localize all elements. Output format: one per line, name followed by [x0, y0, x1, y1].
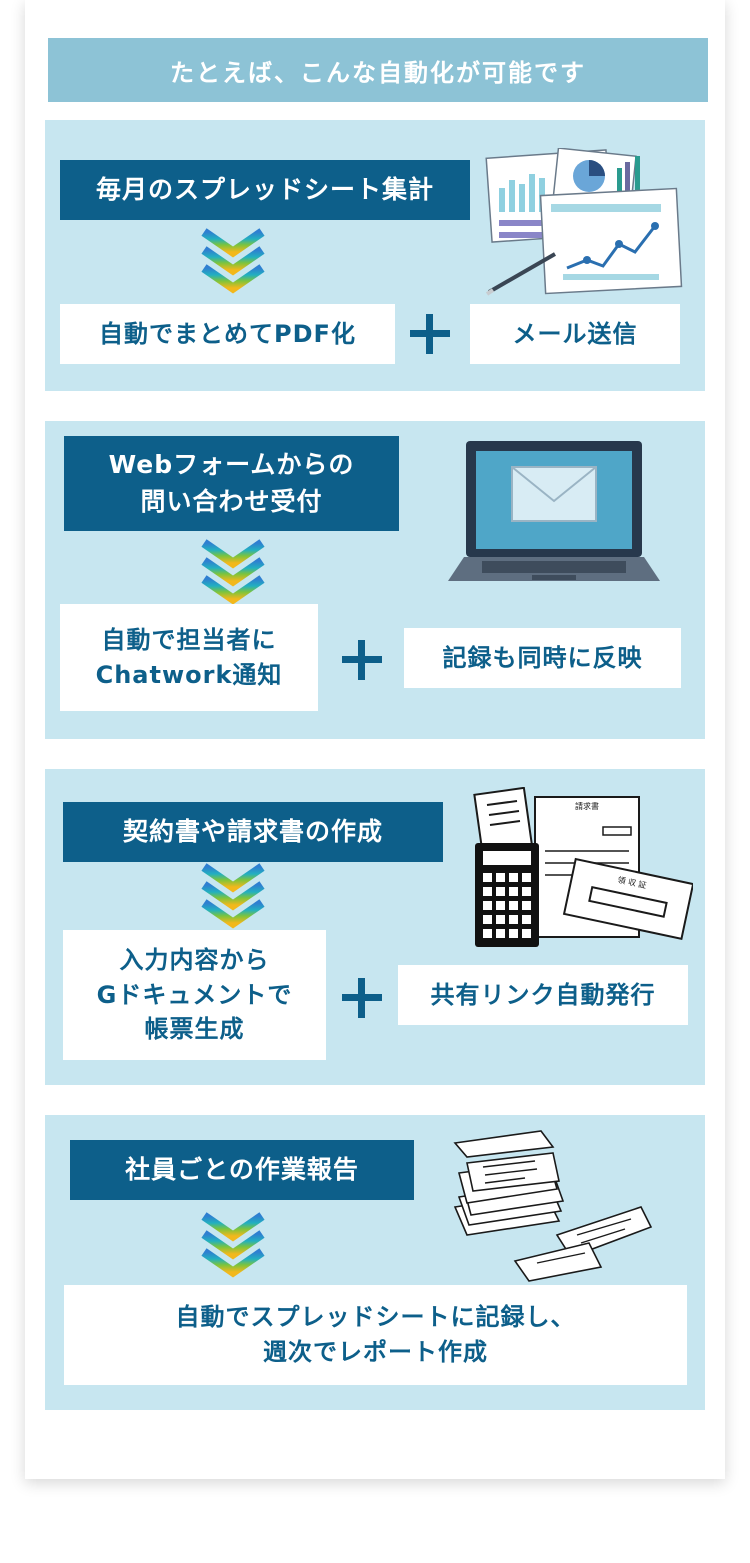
paper-stack-icon — [453, 1130, 653, 1282]
chevron-down-icon — [201, 539, 265, 605]
extra-box: メール送信 — [470, 304, 680, 364]
chevron-down-icon — [201, 228, 265, 294]
example-title: 毎月のスプレッドシート集計 — [60, 160, 470, 220]
chevron-down-icon — [201, 1212, 265, 1278]
laptop-mail-icon — [448, 441, 660, 581]
plus-icon — [410, 314, 450, 354]
example-title: Webフォームからの 問い合わせ受付 — [64, 436, 399, 531]
plus-icon — [342, 978, 382, 1018]
example-title: 契約書や請求書の作成 — [63, 802, 443, 862]
example-title: 社員ごとの作業報告 — [70, 1140, 414, 1200]
invoice-label: 請求書 — [575, 801, 599, 811]
extra-box: 記録も同時に反映 — [404, 628, 681, 688]
extra-box: 共有リンク自動発行 — [398, 965, 688, 1025]
section-header: たとえば、こんな自動化が可能です — [48, 38, 708, 102]
plus-icon — [342, 640, 382, 680]
result-box: 入力内容から Gドキュメントで 帳票生成 — [63, 930, 326, 1060]
spreadsheet-charts-icon — [485, 148, 683, 296]
result-box: 自動でまとめてPDF化 — [60, 304, 395, 364]
result-box: 自動でスプレッドシートに記録し、 週次でレポート作成 — [64, 1285, 687, 1385]
invoice-calculator-icon: 請求書 領 収 証 — [473, 787, 693, 947]
example-panel-report: 社員ごとの作業報告 自動でスプレッドシートに記録し、 週次でレポート作成 — [45, 1115, 705, 1410]
example-panel-webform: Webフォームからの 問い合わせ受付 自動で担当者に Chatwork通知 記録… — [45, 421, 705, 739]
example-panel-spreadsheet: 毎月のスプレッドシート集計 自動でまとめてPDF化 メール送信 — [45, 120, 705, 391]
example-panel-documents: 契約書や請求書の作成 入力内容から Gドキュメントで 帳票生成 共有リンク自動発… — [45, 769, 705, 1085]
chevron-down-icon — [201, 863, 265, 929]
result-box: 自動で担当者に Chatwork通知 — [60, 604, 318, 711]
